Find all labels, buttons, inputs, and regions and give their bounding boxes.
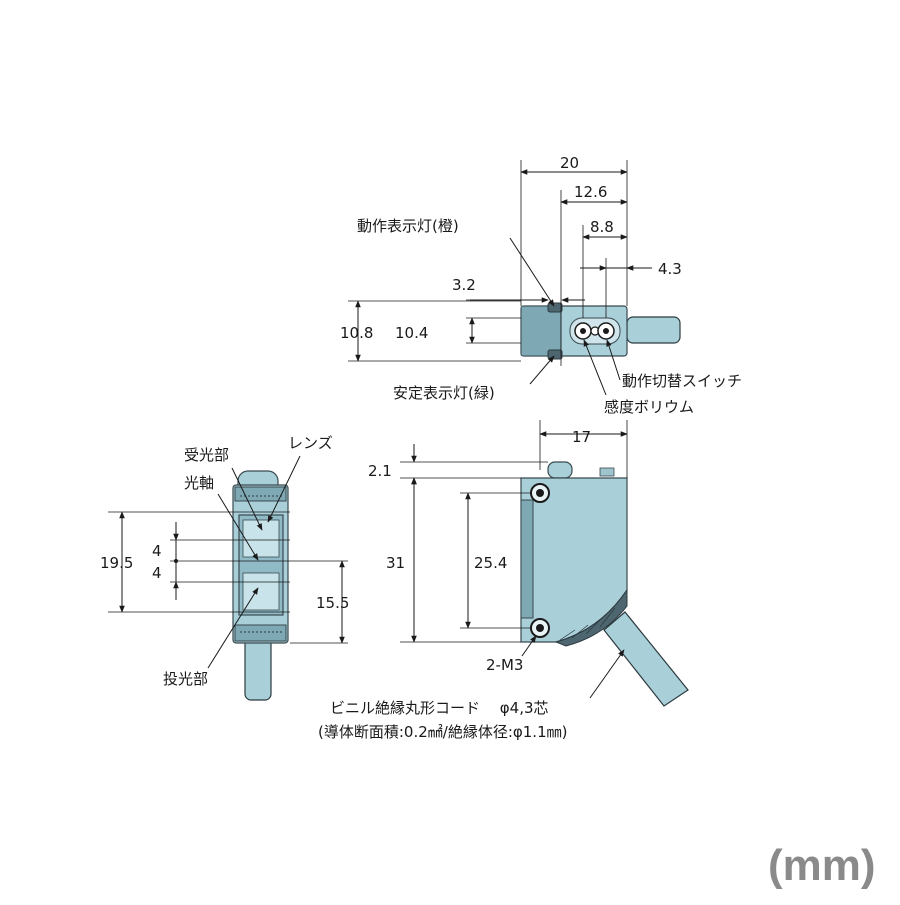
- emitter-lens: [242, 572, 280, 611]
- side-hatch: [554, 588, 628, 647]
- dim-20: 20: [560, 154, 579, 172]
- side-top-bump: [547, 461, 573, 479]
- side-cable: [603, 611, 689, 707]
- label-op-indicator: 動作表示灯(橙): [357, 217, 459, 235]
- cable-spec-line2: (導体断面積:0.2㎟/絶縁体径:φ1.1㎜): [318, 723, 567, 741]
- top-lens-block: [520, 305, 562, 357]
- label-emitter: 投光部: [163, 670, 208, 688]
- op-indicator-led: [547, 302, 563, 313]
- dim-25-4: 25.4: [474, 554, 507, 572]
- label-sensitivity: 感度ボリウム: [604, 398, 694, 416]
- label-screw: 2-M3: [486, 656, 523, 674]
- front-cable: [244, 634, 272, 701]
- cable-spec-line1: ビニル絶縁丸形コード φ4,3芯: [330, 699, 549, 717]
- dim-10-8: 10.8: [340, 324, 373, 342]
- dim-4-3: 4.3: [658, 260, 682, 278]
- label-stable-indicator: 安定表示灯(緑): [393, 384, 495, 402]
- dim-4-lower: 4: [152, 564, 162, 582]
- dim-31: 31: [386, 554, 405, 572]
- dim-15-5: 15.5: [316, 594, 349, 612]
- top-view: 20 12.6 8.8 4.3 3.2 10.8 10.4 動作表示灯(橙) 安…: [340, 154, 742, 416]
- dim-10-4: 10.4: [395, 324, 428, 342]
- front-top-rib: [234, 486, 287, 502]
- dim-3-2: 3.2: [452, 276, 476, 294]
- dim-4-upper: 4: [152, 542, 162, 560]
- unit-label: (mm): [768, 841, 876, 890]
- label-mode-switch: 動作切替スイッチ: [622, 372, 742, 390]
- stable-indicator-led: [547, 349, 563, 360]
- side-view: 17 2.1 31 25.4 2-M3: [368, 420, 689, 707]
- receiver-lens: [242, 519, 280, 558]
- top-cable: [626, 316, 681, 344]
- side-left-strip: [520, 499, 534, 619]
- dim-19-5: 19.5: [100, 554, 133, 572]
- dim-2-1: 2.1: [368, 462, 392, 480]
- dim-17: 17: [572, 428, 591, 446]
- dim-12-6: 12.6: [574, 183, 607, 201]
- dim-8-8: 8.8: [590, 218, 614, 236]
- front-view: 19.5 4 4 15.5 受光部 光軸 レンズ 投光部: [100, 434, 349, 701]
- front-bottom-rib: [234, 624, 287, 642]
- label-receiver: 受光部: [184, 446, 229, 464]
- label-optical-axis: 光軸: [184, 474, 214, 492]
- label-lens: レンズ: [288, 434, 333, 452]
- cable-note: ビニル絶縁丸形コード φ4,3芯 (導体断面積:0.2㎟/絶縁体径:φ1.1㎜): [318, 649, 625, 741]
